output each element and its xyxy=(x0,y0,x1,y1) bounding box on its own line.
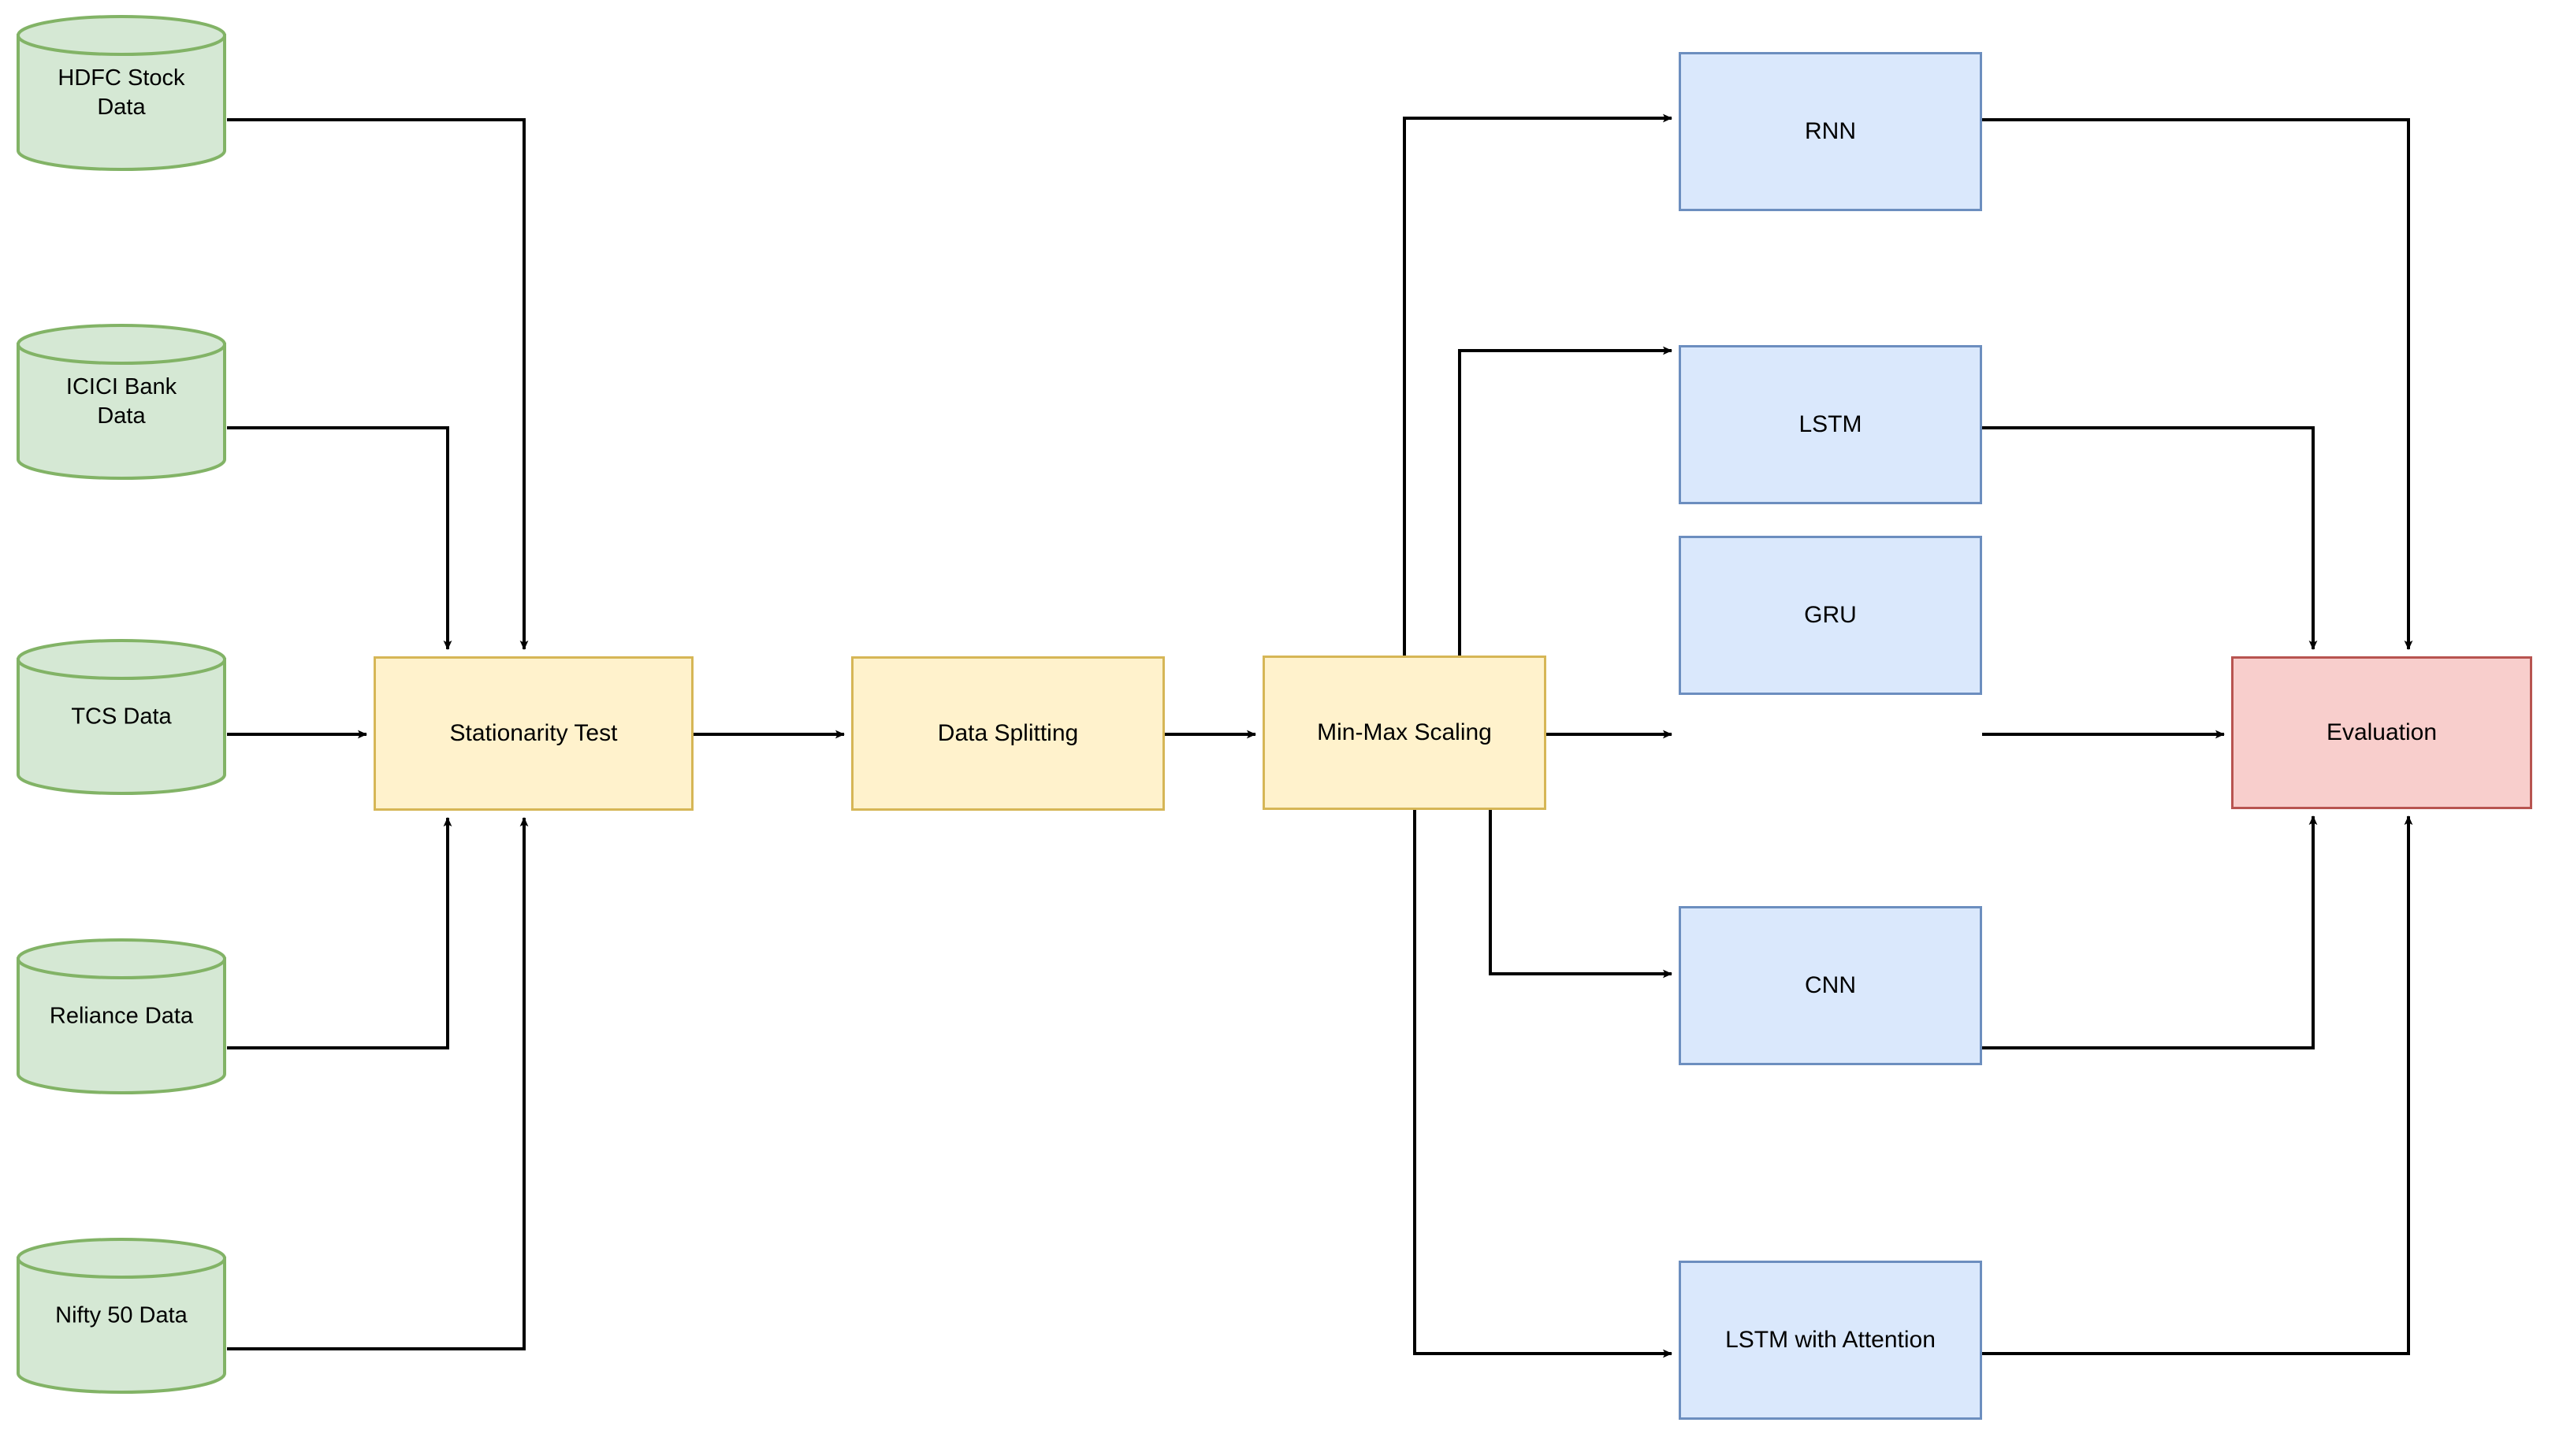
datastore-label: TCS Data xyxy=(71,704,172,730)
node-label: GRU xyxy=(1804,602,1857,629)
evaluation-box[interactable]: Evaluation xyxy=(2231,656,2532,809)
edge-rnn-evaluation xyxy=(1982,118,2413,650)
model-lstm-with-attention[interactable]: LSTM with Attention xyxy=(1679,1261,1982,1420)
node-label: CNN xyxy=(1805,972,1856,999)
edge-scaling-lstm-attn xyxy=(1413,810,1672,1358)
edge-scaling-cnn xyxy=(1489,810,1672,979)
node-label: Evaluation xyxy=(2326,719,2438,746)
datastore-label: Reliance Data xyxy=(49,1003,194,1029)
process-min-max-scaling[interactable]: Min-Max Scaling xyxy=(1263,656,1546,810)
node-label: LSTM xyxy=(1798,411,1862,438)
process-data-splitting[interactable]: Data Splitting xyxy=(851,656,1165,811)
edge-lstm-attn-evaluation xyxy=(1982,815,2413,1355)
datastore-reliance[interactable]: Reliance Data xyxy=(16,938,227,1095)
datastore-tcs[interactable]: TCS Data xyxy=(16,638,227,796)
process-stationarity-test[interactable]: Stationarity Test xyxy=(374,656,694,811)
model-lstm[interactable]: LSTM xyxy=(1679,345,1982,504)
edge-cnn-evaluation xyxy=(1982,815,2318,1049)
datastore-label: Nifty 50 Data xyxy=(55,1302,188,1328)
cylinder-icon xyxy=(17,639,226,795)
edge-icici-stationarity xyxy=(227,426,452,650)
datastore-nifty50[interactable]: Nifty 50 Data xyxy=(16,1237,227,1395)
edge-hdfc-stationarity xyxy=(227,118,529,650)
cylinder-icon xyxy=(17,324,226,480)
edge-reliance-stationarity xyxy=(227,817,452,1049)
node-label: LSTM with Attention xyxy=(1725,1327,1936,1354)
cylinder-icon xyxy=(17,1238,226,1394)
edge-scaling-rnn xyxy=(1403,113,1672,656)
node-label: Stationarity Test xyxy=(449,720,618,747)
node-label: Data Splitting xyxy=(937,720,1079,747)
cylinder-icon xyxy=(17,15,226,171)
edge-lstm-evaluation xyxy=(1982,426,2318,650)
model-cnn[interactable]: CNN xyxy=(1679,906,1982,1065)
edge-scaling-lstm xyxy=(1458,346,1672,656)
node-label: RNN xyxy=(1805,118,1856,145)
edge-nifty-stationarity xyxy=(227,817,529,1350)
model-gru[interactable]: GRU xyxy=(1679,536,1982,695)
cylinder-icon xyxy=(17,938,226,1094)
model-rnn[interactable]: RNN xyxy=(1679,52,1982,211)
node-label: Min-Max Scaling xyxy=(1317,719,1492,746)
